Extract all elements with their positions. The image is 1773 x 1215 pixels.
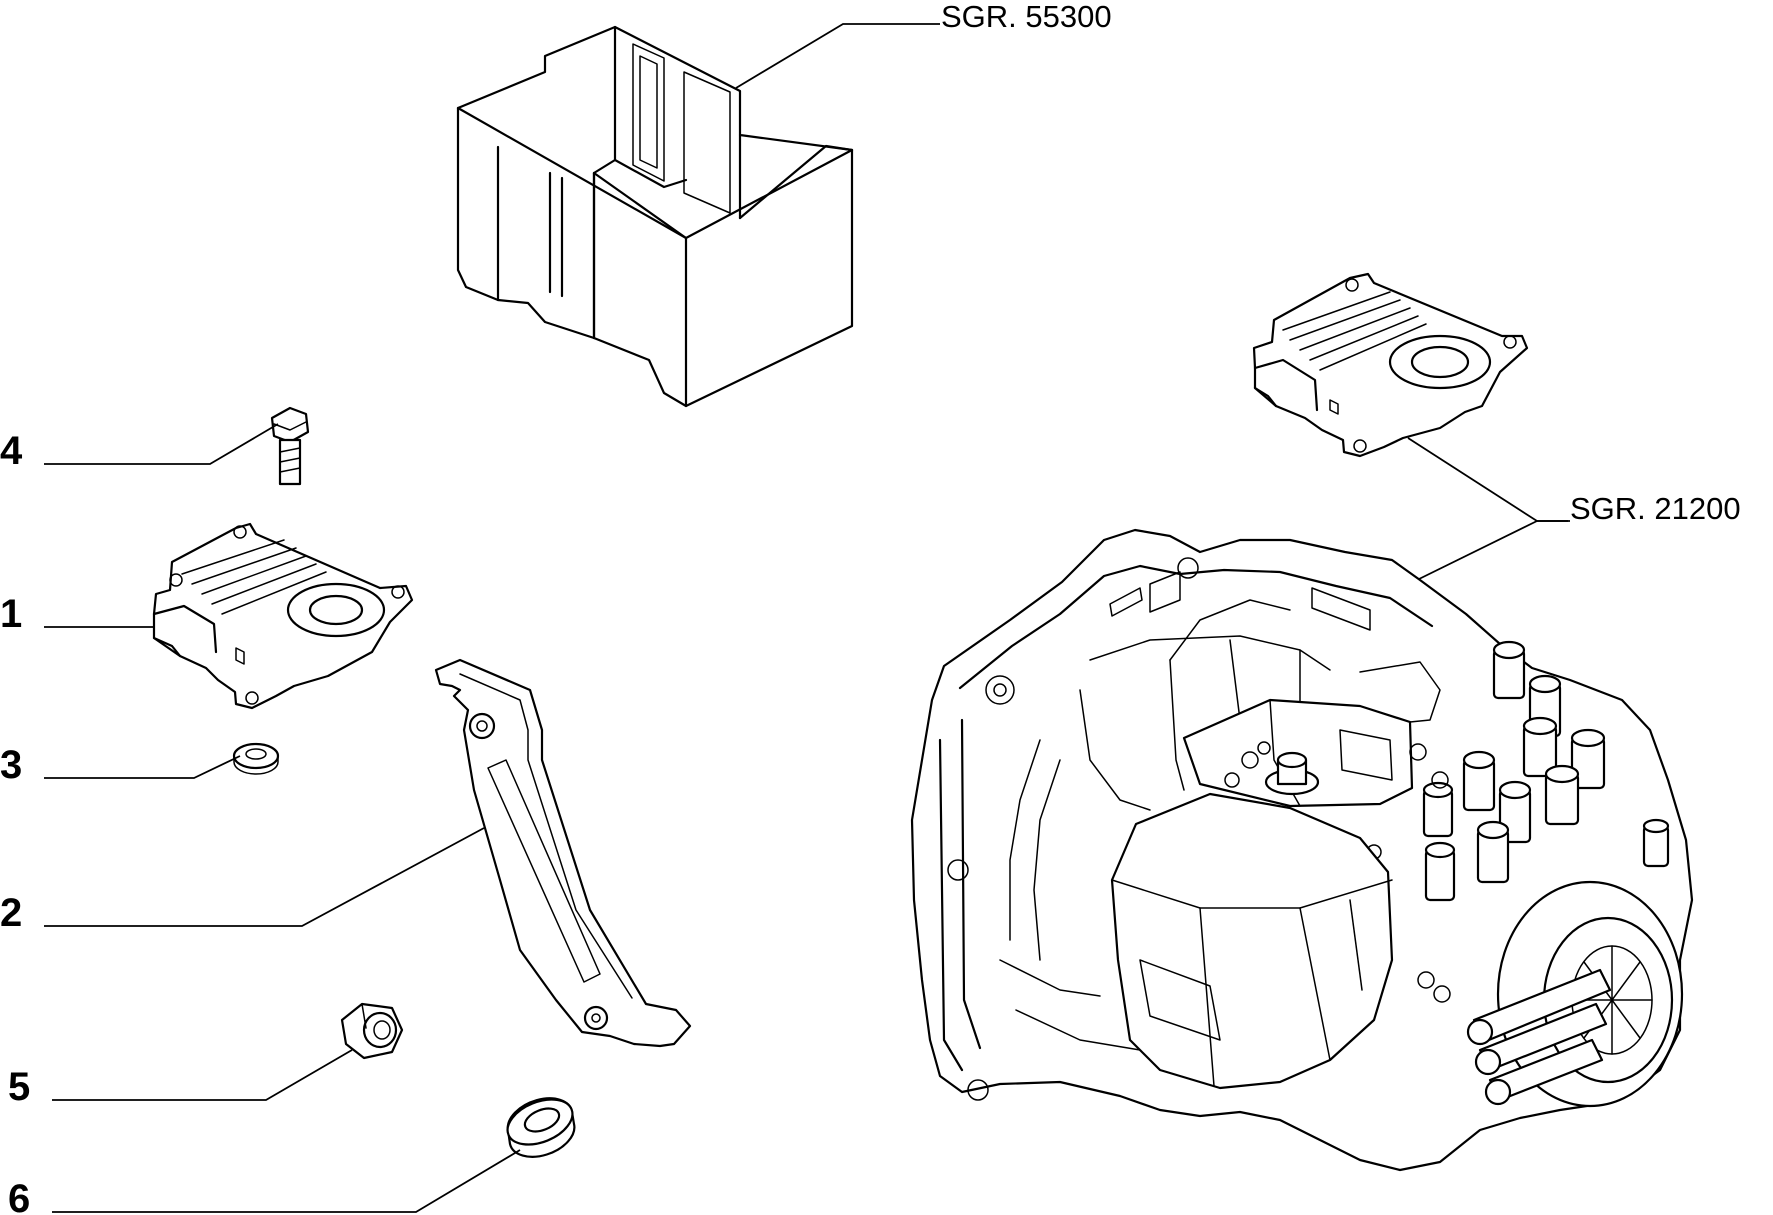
leader-gearbox-ecu xyxy=(1407,437,1570,522)
bracket-drawing xyxy=(434,658,692,1048)
washer-small-drawing xyxy=(232,742,280,775)
battery-tray-drawing xyxy=(456,25,854,408)
leader-6 xyxy=(52,1149,521,1213)
gearbox-drawing xyxy=(910,528,1694,1172)
screw-drawing xyxy=(270,406,310,486)
nut-drawing xyxy=(340,1002,404,1060)
leader-4 xyxy=(44,423,279,465)
leader-battery-tray xyxy=(735,23,940,89)
callout-4: 4 xyxy=(0,429,23,473)
control-unit-assembled-drawing xyxy=(1252,272,1529,458)
callout-2: 2 xyxy=(0,891,22,935)
callout-3: 3 xyxy=(0,743,22,787)
ref-gearbox: SGR. 21200 xyxy=(1570,491,1741,526)
gearbox-pipe-stubs xyxy=(1422,640,1670,902)
gearbox-outlets xyxy=(1466,968,1612,1106)
callout-6: 6 xyxy=(8,1177,30,1215)
leader-gearbox-body xyxy=(1416,520,1538,581)
callout-1: 1 xyxy=(0,592,22,636)
callout-5: 5 xyxy=(8,1065,30,1109)
leader-3 xyxy=(44,755,241,779)
washer-large-drawing xyxy=(506,1097,576,1158)
control-unit-drawing xyxy=(152,522,414,710)
leader-5 xyxy=(52,1049,353,1101)
ref-battery-tray: SGR. 55300 xyxy=(941,0,1112,34)
leader-2 xyxy=(44,827,485,927)
